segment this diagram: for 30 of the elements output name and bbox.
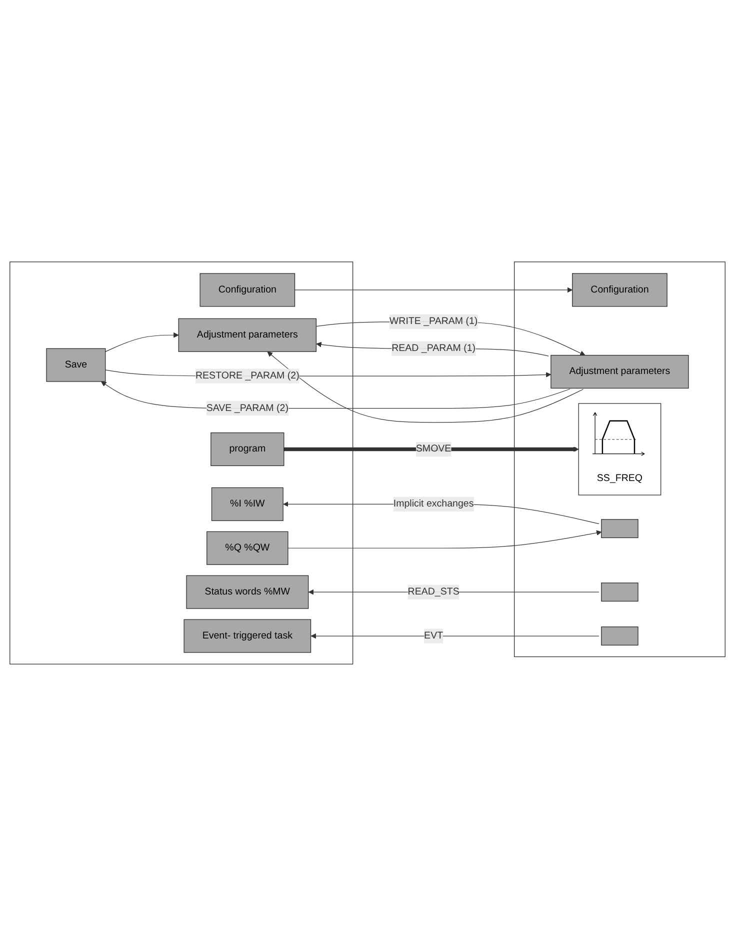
edge-label: EVT [424, 630, 444, 641]
edge-label: SAVE _PARAM (2) [206, 402, 288, 414]
edge-label: WRITE _PARAM (1) [389, 316, 478, 327]
cluster [10, 262, 354, 664]
node-box: Adjustment parameters [550, 354, 689, 389]
edge-label: Implicit exchanges [393, 498, 474, 510]
node-box: %I %IW [211, 487, 284, 521]
node-box: Event- triggered task [184, 619, 312, 653]
node-box: program [210, 432, 284, 466]
edge-label: SMOVE [416, 444, 452, 454]
edge-label: READ_STS [408, 586, 460, 597]
node-box [601, 626, 638, 646]
node-box: Configuration [572, 273, 668, 307]
arrow [288, 530, 602, 548]
arrow [284, 446, 579, 452]
node-box: Save [46, 348, 106, 382]
arrow [310, 633, 600, 639]
arrow [105, 332, 179, 352]
node-box: SS_FREQ [578, 403, 662, 496]
node-box [601, 582, 638, 602]
node-box: Configuration [200, 273, 296, 307]
node-box: %Q %QW [206, 531, 288, 565]
node-box: Status words %MW [186, 575, 309, 609]
edge-label: RESTORE _PARAM (2) [195, 370, 300, 381]
edge-label: READ _PARAM (1) [392, 343, 476, 354]
cluster [514, 262, 726, 658]
node-box: Adjustment parameters [178, 318, 316, 352]
arrow [294, 287, 573, 293]
node-box [601, 519, 638, 538]
arrow [267, 352, 584, 423]
